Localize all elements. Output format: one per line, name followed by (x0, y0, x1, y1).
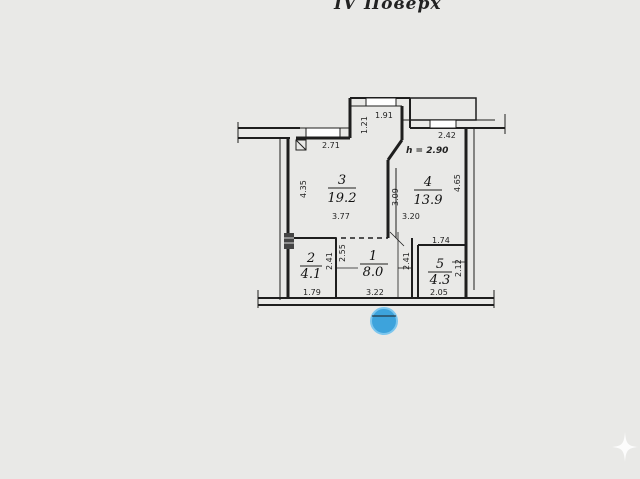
hatched-block (284, 233, 294, 249)
room-4-area: 13.9 (414, 193, 443, 208)
room-2-number: 2 (306, 251, 315, 266)
dim-room5-height: 2.12 (454, 259, 463, 277)
room-5-number: 5 (436, 257, 444, 272)
blue-circle-marker[interactable] (370, 307, 398, 335)
dim-room3-height: 4.35 (299, 180, 308, 198)
dim-top-window-left: 2.71 (322, 141, 340, 150)
ceiling-height: h = 2.90 (406, 146, 448, 156)
balcony (409, 97, 477, 121)
dim-room1-right: 2.41 (402, 252, 411, 270)
dim-room4-left-height: 3.09 (391, 188, 400, 206)
dim-room2-bottom: 1.79 (303, 288, 321, 297)
sparkle-icon (612, 432, 638, 462)
outer-walls (237, 97, 506, 308)
window-notch (365, 97, 397, 107)
interior-walls (288, 139, 466, 298)
room-3-area: 19.2 (328, 191, 357, 206)
room-5-area: 4.3 (429, 273, 451, 288)
room-3-number: 3 (338, 173, 346, 188)
dim-room1-left: 2.55 (338, 244, 347, 262)
room-1-number: 1 (369, 249, 377, 264)
dim-room4-width: 3.20 (402, 212, 420, 221)
dim-room2-right: 2.41 (325, 252, 334, 270)
window-room4 (429, 119, 457, 129)
shaft-marker (295, 139, 307, 151)
dim-room1-bottom: 3.22 (366, 288, 384, 297)
room-labels: 3 19.2 4 13.9 2 4.1 1 8.0 5 4.3 h = 2.90 (300, 146, 452, 288)
dim-room4-right-height: 4.65 (453, 174, 462, 192)
dim-top-right: 2.42 (438, 131, 456, 140)
dim-room5-top: 1.74 (432, 236, 450, 245)
dim-notch-height: 1.21 (360, 116, 369, 134)
dim-top-window-mid: 1.91 (375, 111, 393, 120)
room-2-area: 4.1 (300, 267, 322, 282)
dimension-labels: 2.71 1.91 2.42 1.21 4.35 3.77 3.09 3.20 … (299, 111, 463, 297)
floor-title: IV Поверх (334, 0, 442, 14)
dim-room5-bottom: 2.05 (430, 288, 448, 297)
room-1-area: 8.0 (363, 265, 384, 280)
dimension-lines (336, 231, 466, 298)
room-4-number: 4 (423, 175, 432, 190)
dim-room3-width: 3.77 (332, 212, 350, 221)
